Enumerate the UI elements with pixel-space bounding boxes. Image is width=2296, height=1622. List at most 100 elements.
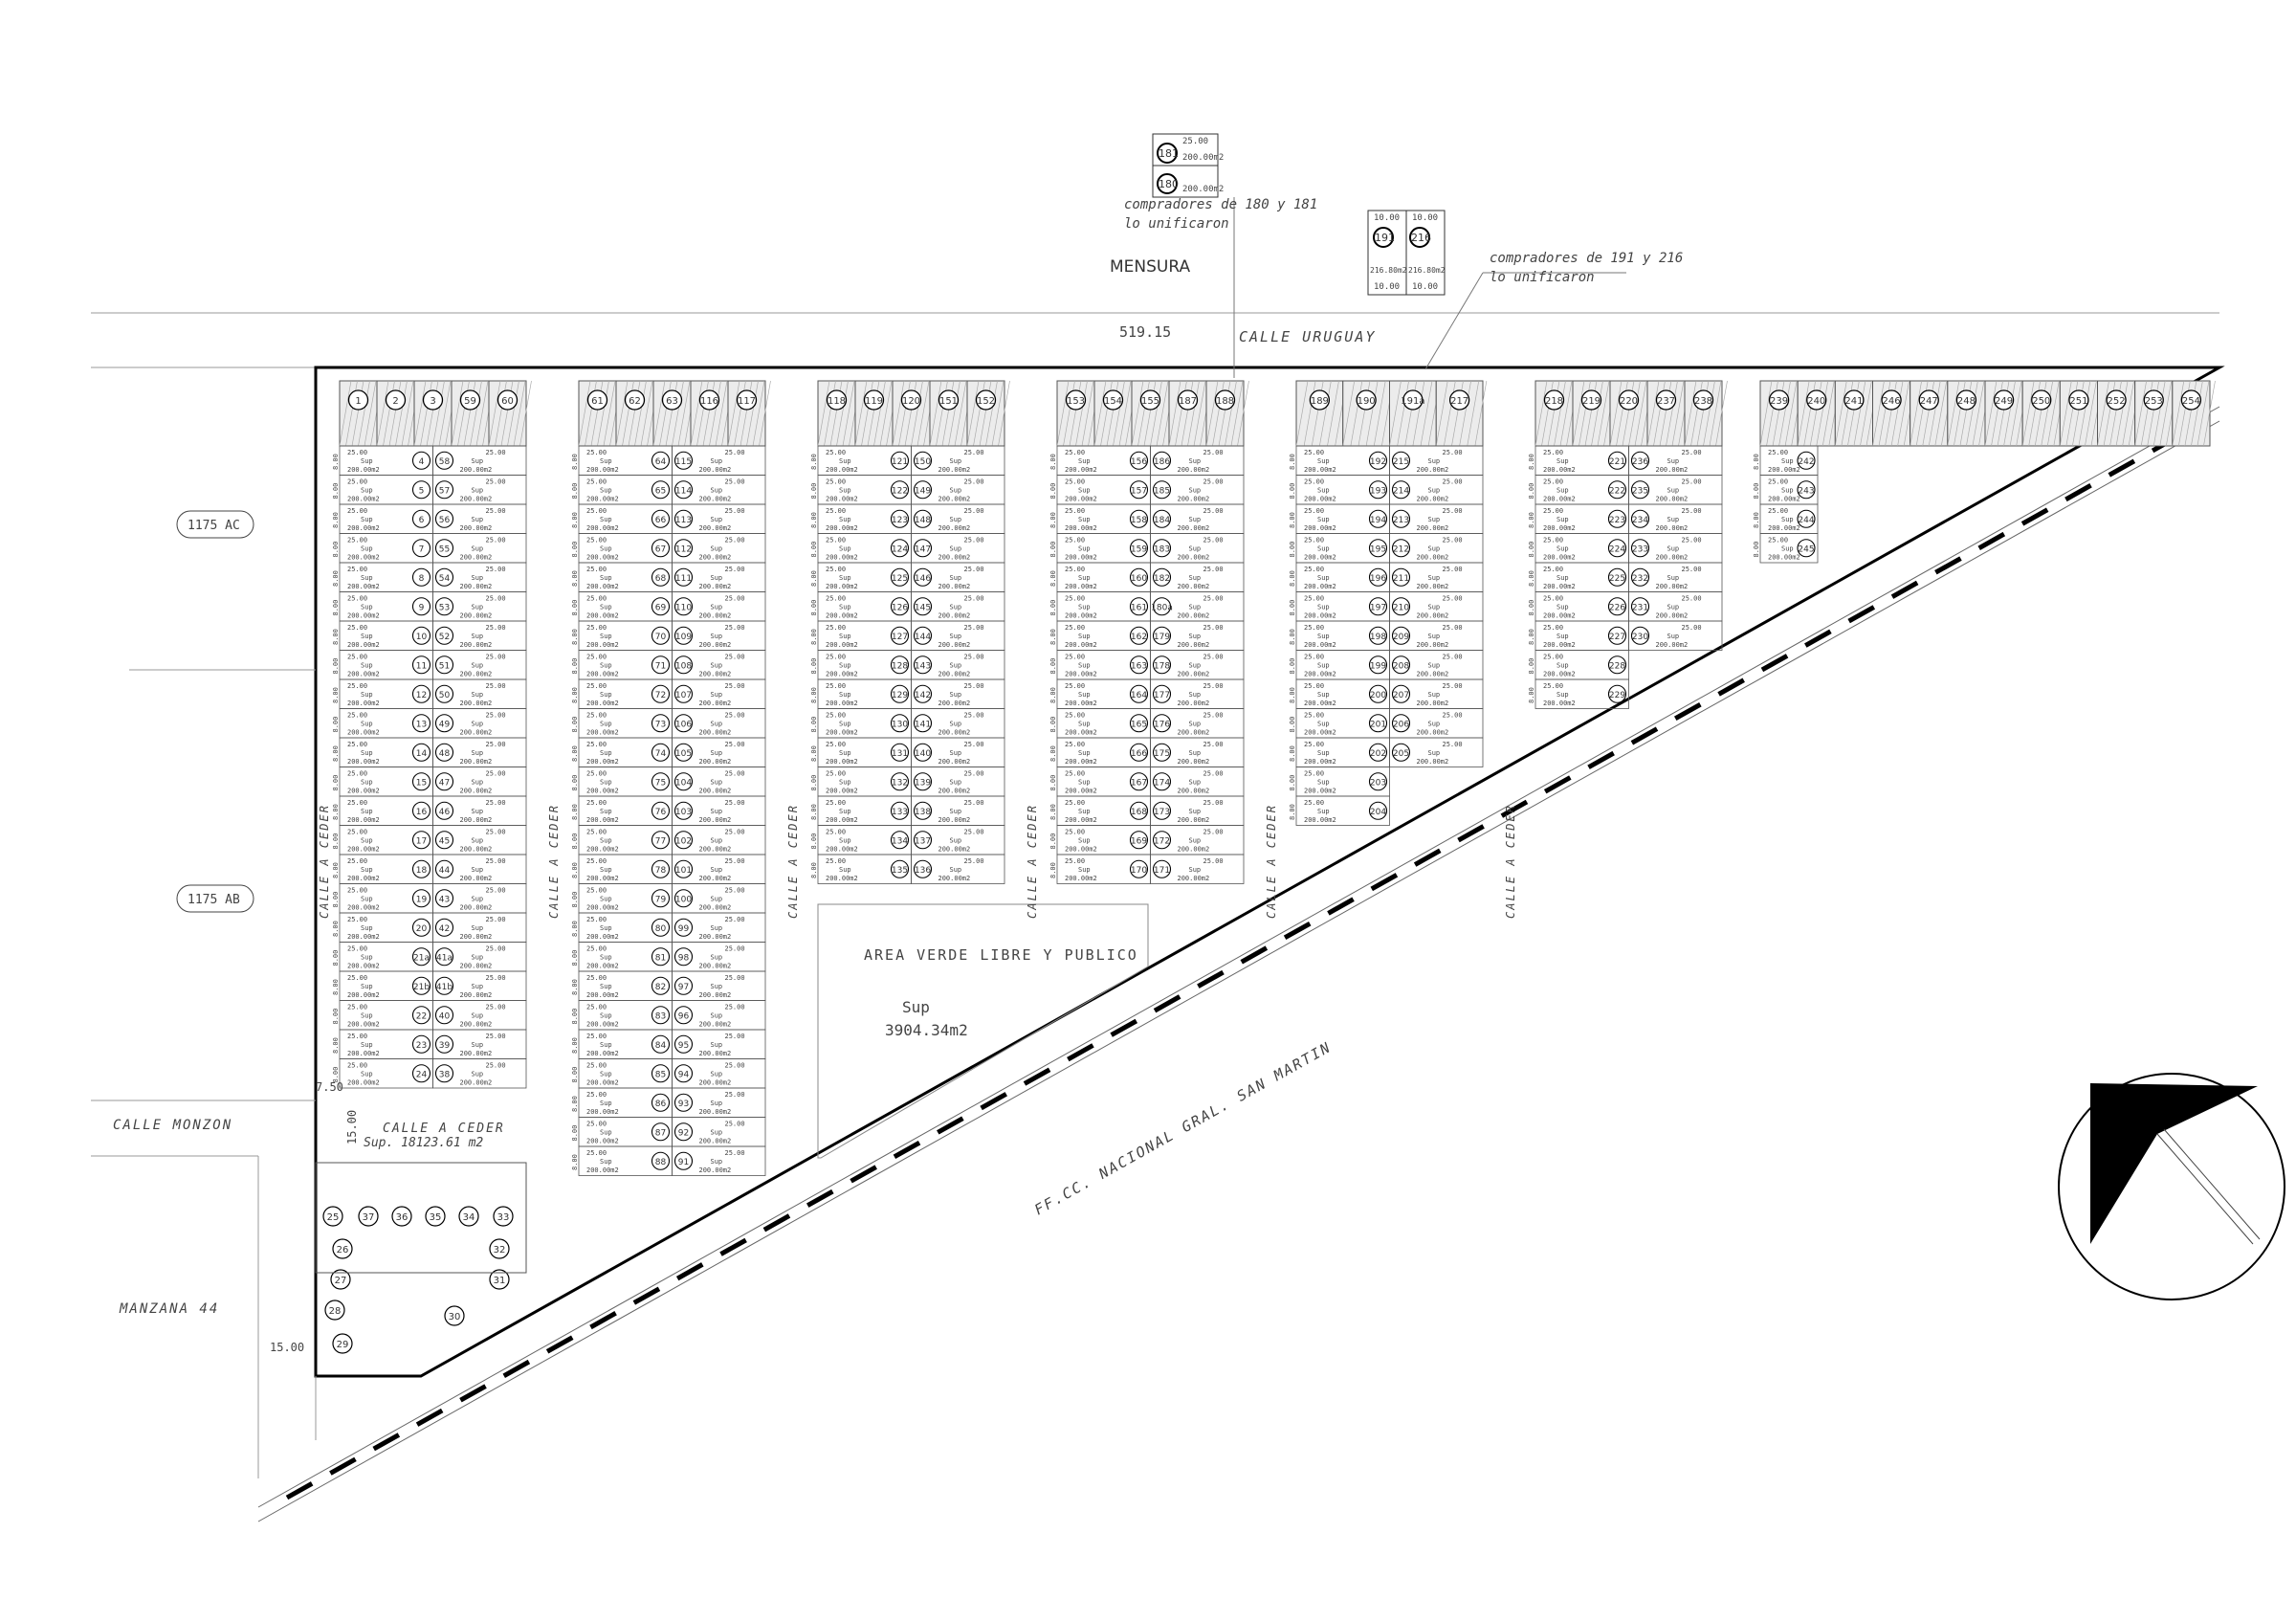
hatch-line (2046, 380, 2060, 447)
lot-depth-label: 8.00 (332, 658, 340, 675)
lot-sup-label: Sup (1189, 749, 1202, 757)
railway-line-1 (257, 406, 2220, 1508)
lot-width-label: 25.00 (586, 478, 607, 486)
lot-area-label: 200.00m2 (826, 466, 858, 474)
lot-number: 251 (2069, 396, 2087, 407)
lot-depth-label: 8.00 (571, 542, 579, 558)
lot-number: 54 (439, 574, 451, 584)
lot-number-circle (651, 597, 671, 616)
lot-number-circle (411, 509, 431, 528)
lot-number: 94 (678, 1070, 690, 1079)
lot-depth-label: 8.00 (1753, 483, 1760, 500)
lot-area-label: 200.00m2 (586, 729, 619, 737)
lot-number: 160 (1131, 574, 1147, 584)
lot-number: 157 (1131, 486, 1147, 496)
lot-number: 219 (1582, 396, 1601, 407)
lot-number: 254 (2182, 396, 2200, 407)
lot-area-label: 200.00m2 (460, 1021, 493, 1029)
lot-sup-label: Sup (600, 924, 612, 932)
lot-number-circle (1768, 389, 1790, 411)
lot-width-label: 25.00 (1443, 566, 1463, 573)
lot-number-circle (411, 1006, 431, 1025)
lot-number-circle (698, 389, 720, 411)
lot-area-label: 200.00m2 (938, 583, 971, 590)
lot-number: 78 (655, 866, 667, 876)
lot-depth-label: 8.00 (571, 1154, 579, 1170)
lot-depth-label: 8.00 (1289, 483, 1296, 500)
lot-width-label: 25.00 (725, 770, 745, 778)
lot-number-circle (673, 1034, 694, 1054)
lot-sup-label: Sup (600, 604, 612, 611)
lot-width-label: 25.00 (725, 478, 745, 486)
lot-number: 117 (738, 396, 756, 407)
lot-area-label: 200.00m2 (347, 729, 380, 737)
lot-229 (1534, 678, 1629, 709)
lot-number-circle (651, 480, 671, 500)
lot-depth-label: 8.00 (332, 629, 340, 645)
lot-number: 190 (1358, 396, 1376, 407)
calle-a-ceder-label: CALLE A CEDER (1026, 804, 1039, 919)
lot-number: 52 (439, 633, 450, 642)
lot-depth-label: 8.00 (571, 512, 579, 528)
lot-width-label: 25.00 (1304, 595, 1324, 603)
street-left-label: CALLE MONZON (113, 1118, 232, 1133)
lot-width-label: 25.00 (347, 1062, 367, 1070)
hatch-line (1467, 380, 1480, 447)
hatch-line (1890, 380, 1904, 447)
lot-width-label: 25.00 (347, 595, 367, 603)
lot-sup-label: Sup (950, 604, 962, 611)
lot-number-circle (1152, 801, 1172, 820)
lot-sup-label: Sup (950, 516, 962, 523)
lot-sup-label: Sup (1667, 516, 1680, 523)
lot-sup-label: Sup (1428, 516, 1441, 523)
lot-sup-label: Sup (361, 721, 373, 728)
lot-number: 188 (1216, 396, 1234, 407)
lot-number-circle (673, 1122, 694, 1142)
hatch-line (2115, 380, 2129, 447)
lot-depth-label: 8.00 (571, 454, 579, 470)
lot-area-label: 200.00m2 (938, 554, 971, 562)
lot-number: 65 (655, 486, 666, 496)
lot-sup-label: Sup (950, 837, 962, 845)
green-area-sup-value: 3904.34m2 (885, 1021, 968, 1039)
lot-number-circle (673, 1064, 694, 1083)
hatch-line (615, 380, 629, 447)
lot-sup-label: Sup (600, 954, 612, 962)
lot-area-label: 200.00m2 (1543, 524, 1576, 532)
lot-sup-label: Sup (1189, 691, 1202, 699)
lot-number: 15 (416, 778, 427, 788)
hatch-line (507, 380, 519, 447)
lot-number: 28 (329, 1306, 342, 1317)
hatch-line (1872, 380, 1885, 447)
hatch-line (1156, 380, 1169, 447)
lot-number: 141 (915, 720, 931, 729)
lot-width-label: 25.00 (347, 682, 367, 690)
lot-number-circle (1391, 451, 1411, 470)
lot-area-label: 200.00m2 (1417, 524, 1449, 532)
lot-area-label: 200.00m2 (586, 583, 619, 590)
lot-width-label: 25.00 (586, 1121, 607, 1128)
hatch-line (1093, 380, 1107, 447)
lot-number: 100 (675, 895, 692, 904)
lot-depth-label: 8.00 (332, 745, 340, 762)
hatch-line (1559, 380, 1573, 447)
lot-number: 209 (1393, 633, 1409, 642)
lot-number: 224 (1609, 544, 1625, 554)
calle-a-ceder-label: CALLE A CEDER (547, 804, 561, 919)
lot-area-label: 200.00m2 (699, 991, 732, 999)
lot-number-circle (673, 567, 694, 587)
lot-number: 174 (1154, 778, 1170, 788)
lot-area-label: 200.00m2 (1417, 758, 1449, 766)
hatch-line (1534, 380, 1548, 447)
lot-sup-label: Sup (711, 1012, 723, 1020)
lot-number: 250 (2032, 396, 2050, 407)
dim-label-1500-a: 15.00 (345, 1110, 359, 1144)
lot-number: 51 (439, 661, 450, 671)
lot-area-label: 200.00m2 (1543, 700, 1576, 707)
lot-number: 152 (977, 396, 995, 407)
lot-sup-label: Sup (1556, 487, 1569, 495)
hatch-line (1910, 380, 1923, 447)
lot-width-label: 25.00 (586, 829, 607, 836)
lot-width-label: 25.00 (1443, 624, 1463, 632)
hatch-line (1075, 380, 1088, 447)
